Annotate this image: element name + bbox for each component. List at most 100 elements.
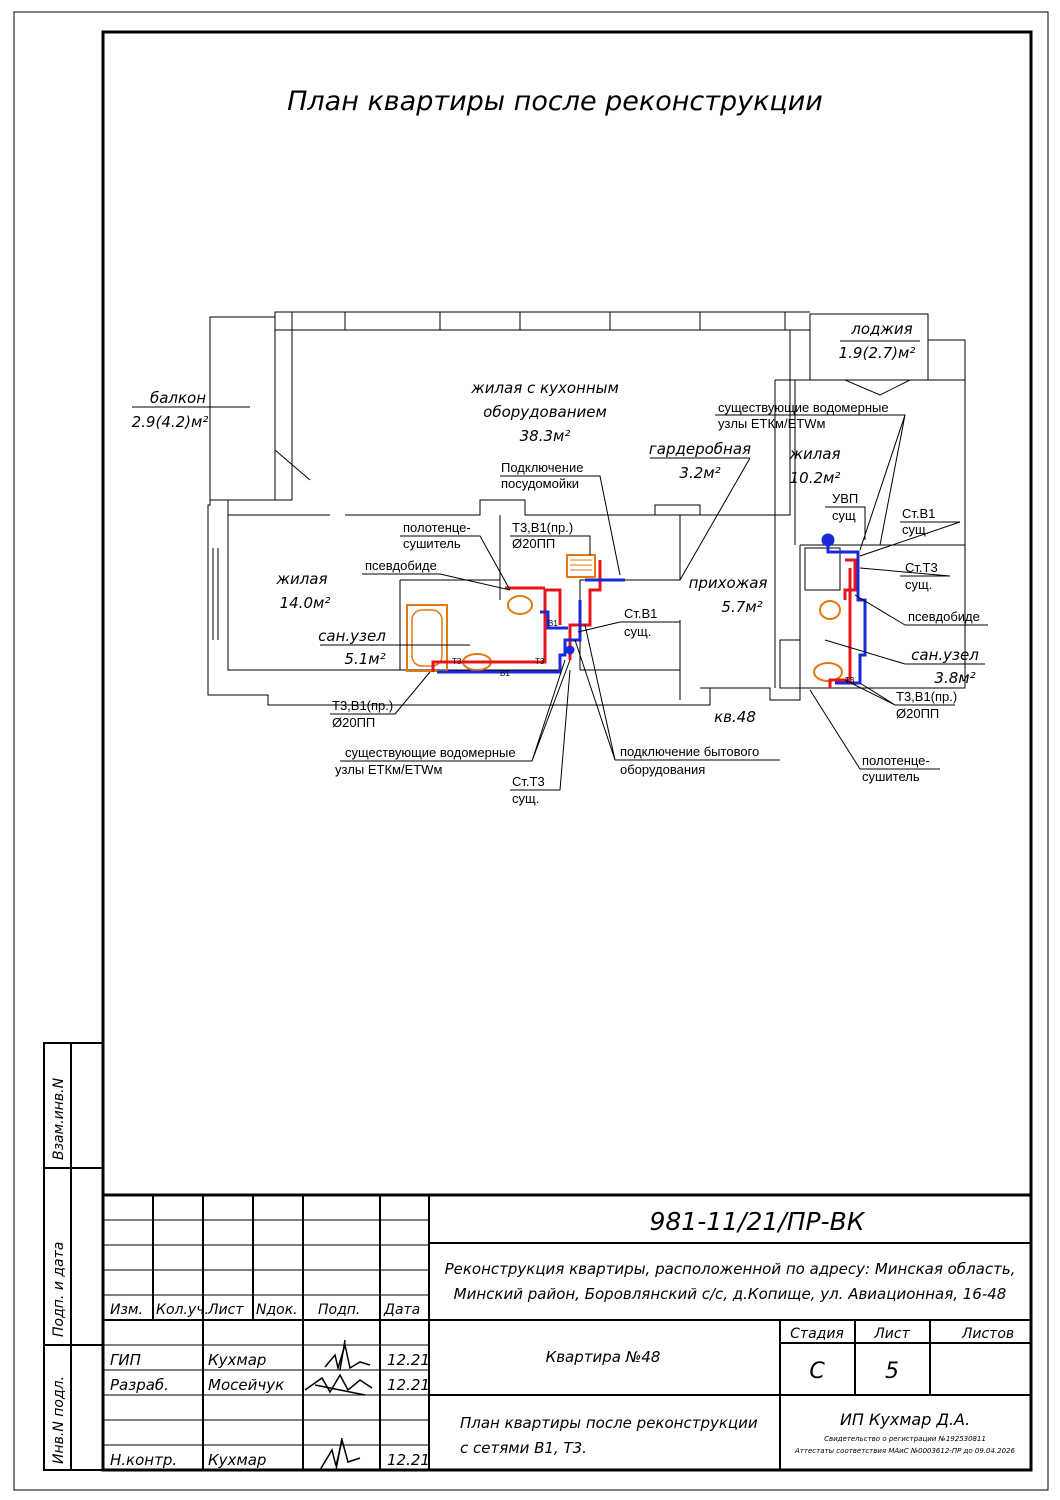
pipe-tag-t3: Т3 [845, 676, 855, 685]
bath-left-name: сан.узел [318, 627, 386, 645]
cert-line-1: Свидетельство о регистрации №192530811 [824, 1435, 986, 1443]
towel-right-1: полотенце- [862, 753, 930, 768]
pipe-tags: Т3 В1 Т3 В1 Т3 [452, 619, 855, 685]
h-izm: Изм. [110, 1302, 143, 1318]
towel-left-2: сушитель [403, 536, 461, 551]
bath-right-area: 3.8м² [934, 669, 975, 687]
balcony-outline [210, 316, 276, 501]
signature-nkontr-icon [319, 1437, 361, 1471]
living-right-area: 10.2м² [790, 469, 841, 487]
dishwasher-2: посудомойки [501, 476, 579, 491]
living-left-area: 14.0м² [280, 594, 331, 612]
bidet-left: псевдобиде [365, 558, 437, 573]
bidet-right: псевдобиде [908, 609, 980, 624]
r2-name: Мосейчук [208, 1376, 284, 1394]
stv1-mid-1: Ст.В1 [624, 606, 657, 621]
side-stamp-labels: Взам.инв.N Подп. и дата Инв.N подл. [51, 1077, 67, 1464]
callout-leaders [330, 414, 988, 791]
drawing-name-2: с сетями В1, Т3. [460, 1439, 587, 1457]
hot-pipe-right [828, 558, 857, 688]
hot-pipe-left [431, 560, 602, 672]
stt3-right-2: сущ. [905, 577, 932, 592]
stage-value: С [809, 1359, 825, 1384]
uvp-1: УВП [832, 491, 858, 506]
living-kitchen-walls [227, 330, 791, 516]
h-podp: Подп. [318, 1302, 360, 1318]
signature-razrab-icon [304, 1373, 373, 1396]
pipes-bl-2: Ø20ПП [332, 715, 375, 730]
cold-pipe-left [437, 578, 625, 674]
project-line-2: Минский район, Боровлянский с/с, д.Копищ… [454, 1285, 1007, 1303]
stv1-mid-2: сущ. [624, 624, 651, 639]
appliance-1: подключение бытового [620, 744, 759, 759]
pipe-tag-b1: В1 [500, 669, 510, 678]
water-nodes-top-2: узлы ЕТКм/ЕТWм [718, 416, 825, 431]
pipe-tag-t3: Т3 [452, 657, 462, 666]
living-kitchen-name-1: жилая с кухонным [470, 379, 619, 397]
water-nodes-bot-2: узлы ЕТКм/ЕТWм [335, 762, 442, 777]
bath-left-area: 5.1м² [344, 650, 385, 668]
r1-role: ГИП [110, 1351, 141, 1369]
uvp-node-icon [821, 533, 835, 547]
h-koluch: Кол.уч. [156, 1302, 209, 1318]
drawing-frame [101, 30, 1033, 1472]
r1-name: Кухмар [208, 1351, 266, 1369]
wardrobe-area: 3.2м² [679, 464, 720, 482]
water-heater [566, 554, 596, 578]
project-line-1: Реконструкция квартиры, расположенной по… [445, 1260, 1016, 1278]
left-living-walls [227, 515, 560, 671]
balcony-area: 2.9(4.2)м² [132, 413, 209, 431]
living-kitchen-name-2: оборудованием [483, 403, 607, 421]
wardrobe-name: гардеробная [649, 440, 751, 458]
cert-line-2: Аттестаты соответствия МАиС №0003612-ПР … [794, 1447, 1015, 1455]
title-block [101, 1193, 1033, 1472]
signature-gip-icon [324, 1339, 371, 1371]
toilet-right [813, 600, 843, 682]
living-left-name: жилая [275, 570, 327, 588]
living-right-name: жилая [788, 445, 840, 463]
stt3-bot-1: Ст.Т3 [512, 774, 545, 789]
balcony-name: балкон [150, 389, 206, 407]
floor-plan [207, 311, 966, 706]
pipe-tag-b1: В1 [548, 619, 558, 628]
pipes-top-1: Т3,В1(пр.) [512, 520, 573, 535]
stt3-right-1: Ст.Т3 [905, 560, 938, 575]
right-living-walls [774, 379, 965, 688]
bathtub [406, 604, 448, 672]
stv1-right-2: сущ. [902, 522, 929, 537]
pipe-tag-t3: Т3 [535, 657, 545, 666]
living-kitchen-area: 38.3м² [520, 427, 571, 445]
pipe-network [431, 533, 867, 688]
hall-area: 5.7м² [721, 598, 762, 616]
h-data: Дата [383, 1302, 420, 1318]
stamp-vzam: Взам.инв.N [51, 1077, 67, 1160]
toilet-left [462, 595, 533, 671]
apartment-label: кв.48 [714, 708, 756, 726]
pipes-br-2: Ø20ПП [896, 706, 939, 721]
sheet-title: План квартиры после реконструкции [287, 86, 823, 117]
stv1-right-1: Ст.В1 [902, 506, 935, 521]
towel-right-2: сушитель [862, 769, 920, 784]
r2-role: Разраб. [110, 1376, 169, 1394]
cold-pipe-right [826, 540, 867, 685]
hall-name: прихожая [689, 574, 768, 592]
callouts: существующие водомерные узлы ЕТКм/ЕТWм П… [332, 400, 980, 806]
uvp-2: сущ [832, 508, 856, 523]
appliance-2: оборудования [620, 762, 705, 777]
pipes-top-2: Ø20ПП [512, 536, 555, 551]
outer-sheet-border [13, 11, 1049, 1491]
r3-date: 12.21 [387, 1451, 430, 1469]
dishwasher-1: Подключение [501, 460, 583, 475]
org-name: ИП Кухмар Д.А. [840, 1410, 970, 1429]
h-sheet: Лист [873, 1326, 910, 1342]
drawing-name-1: План квартиры после реконструкции [460, 1414, 758, 1432]
water-nodes-bot-1: существующие водомерные [345, 745, 516, 760]
label-leaders [132, 340, 985, 665]
loggia-name: лоджия [850, 320, 912, 338]
towel-left-1: полотенце- [403, 520, 471, 535]
stamp-podp: Подп. и дата [51, 1242, 67, 1337]
r3-name: Кухмар [208, 1451, 266, 1469]
pipes-bl-1: Т3,В1(пр.) [332, 698, 393, 713]
loggia-area: 1.9(2.7)м² [839, 344, 916, 362]
